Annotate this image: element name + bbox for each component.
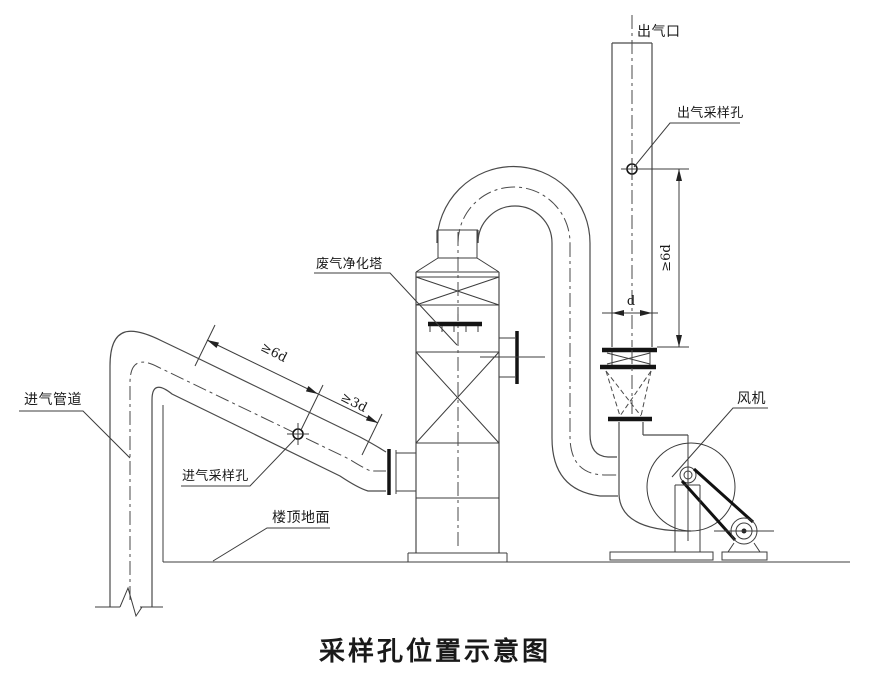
- outlet-sampling-hole-label-text: 出气采样孔: [677, 105, 744, 120]
- roof-ground-label: 楼顶地面: [212, 510, 330, 562]
- outlet-sampling-hole-label: 出气采样孔: [633, 105, 744, 168]
- stack-dimension-6d: ≥6d: [638, 168, 689, 348]
- u-bend-pipe: [436, 165, 618, 497]
- dim-intake-downstream: ≥3d: [338, 390, 369, 416]
- fan-label: 风机: [671, 391, 768, 478]
- outlet-stack: [611, 15, 653, 347]
- intake-pipe: [95, 330, 416, 618]
- outlet-port-label: 出气口: [637, 24, 681, 40]
- stack-dimension-d: d: [602, 294, 658, 316]
- motor: [714, 517, 774, 561]
- purification-tower: [407, 229, 545, 562]
- drawing-caption: 采样孔位置示意图: [319, 636, 551, 666]
- intake-sampling-hole-label: 进气采样孔: [181, 438, 296, 487]
- reducer-cone: [605, 350, 652, 422]
- flexible-joint: [600, 347, 657, 370]
- dim-intake-upstream: ≥6d: [258, 340, 289, 366]
- purification-tower-label: 废气净化塔: [314, 256, 458, 346]
- fan-label-text: 风机: [737, 391, 766, 407]
- fan-hub-pulley: [679, 466, 697, 484]
- belt-drive: [680, 467, 755, 542]
- intake-sampling-hole-label-text: 进气采样孔: [182, 468, 249, 483]
- roof-ground-label-text: 楼顶地面: [272, 510, 330, 526]
- tower-inlet-flange: [387, 449, 416, 495]
- intake-sampling-hole-symbol: [287, 423, 309, 445]
- dim-stack-diameter: d: [627, 294, 635, 309]
- dim-stack-height: ≥6d: [659, 244, 674, 272]
- intake-pipe-label-text: 进气管道: [24, 392, 82, 408]
- pipe-break-symbol: [95, 586, 163, 618]
- fan-assembly: [609, 422, 774, 561]
- intake-dimension: ≥6d ≥3d: [194, 324, 383, 456]
- tower-side-nozzle: [480, 331, 545, 384]
- fan-pedestal: [609, 484, 714, 561]
- intake-pipe-label: 进气管道: [19, 392, 131, 459]
- purification-tower-label-text: 废气净化塔: [316, 256, 383, 271]
